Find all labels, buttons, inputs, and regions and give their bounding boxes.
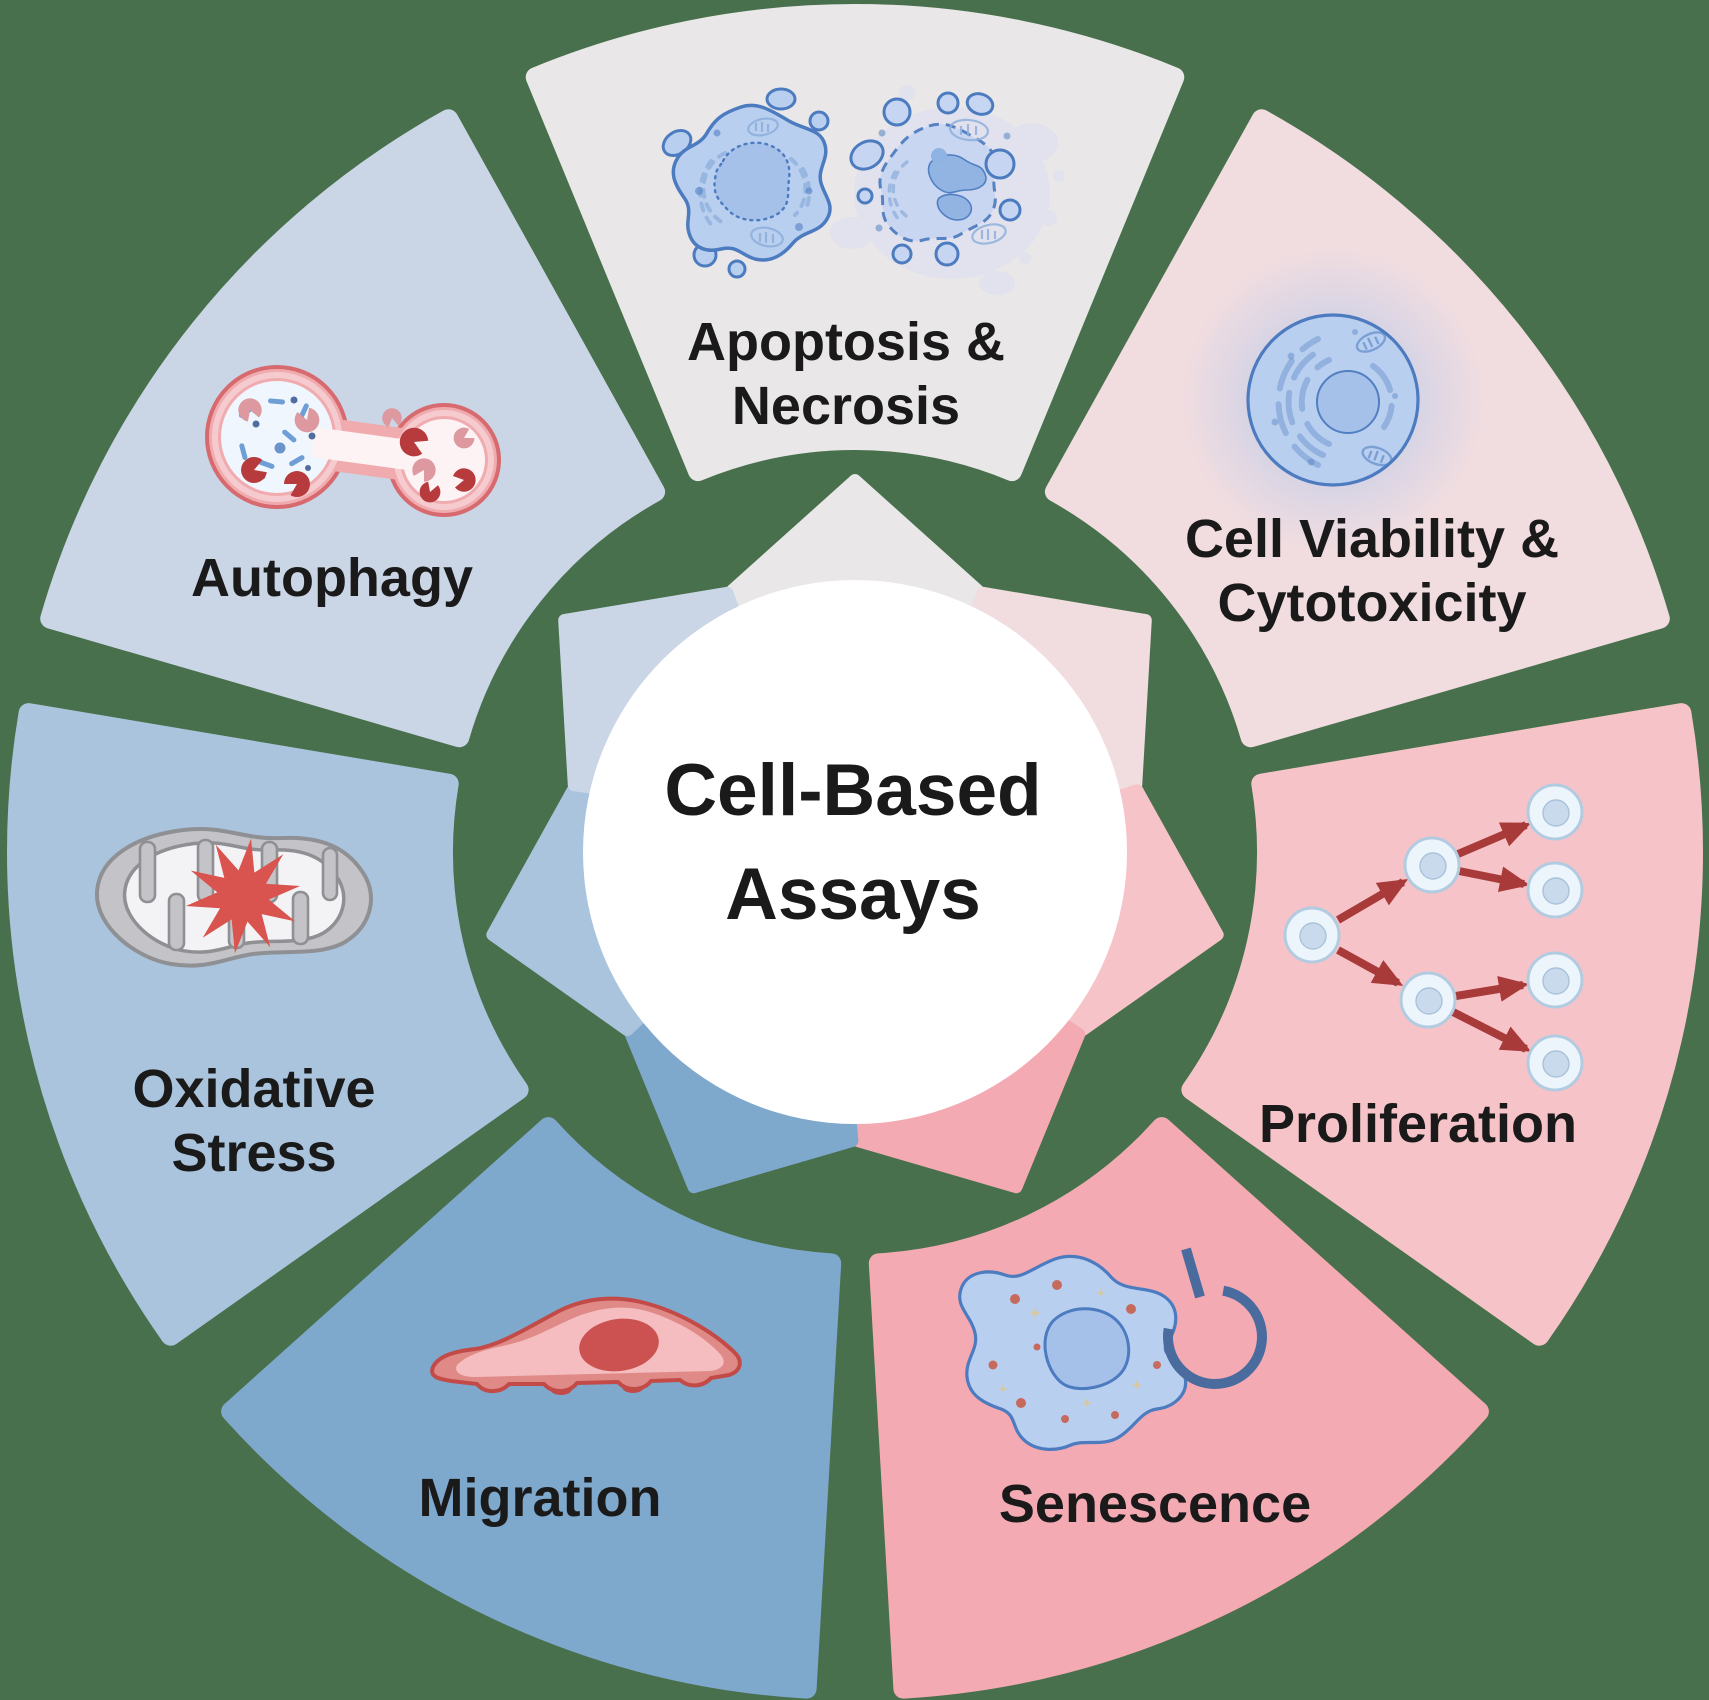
proliferation-label: Proliferation (1259, 1094, 1577, 1154)
center-circle (583, 580, 1127, 1124)
senescence-label: Senescence (999, 1474, 1311, 1534)
oxidative-stress-label-line2: Stress (171, 1123, 336, 1183)
senescence-segment (868, 1117, 1489, 1699)
oxidative-stress-label-line1: Oxidative (132, 1059, 375, 1119)
cell-viability-label-line2: Cytotoxicity (1217, 573, 1526, 633)
migration-label: Migration (419, 1468, 662, 1528)
apoptosis-necrosis-label-line1: Apoptosis & (687, 312, 1005, 372)
apoptosis-necrosis-label-line2: Necrosis (732, 376, 960, 436)
center-title-line1: Cell-Based (664, 750, 1041, 831)
oxidative-stress-icon (97, 829, 371, 966)
cell-viability-label-line1: Cell Viability & (1185, 509, 1559, 569)
autophagy-label: Autophagy (191, 548, 473, 608)
segment-labels: Apoptosis & Necrosis Cell Viability & Cy… (132, 312, 1577, 1534)
center-title-line2: Assays (725, 854, 981, 935)
migration-segment (221, 1117, 842, 1699)
viable-cell-icon (1181, 248, 1485, 552)
